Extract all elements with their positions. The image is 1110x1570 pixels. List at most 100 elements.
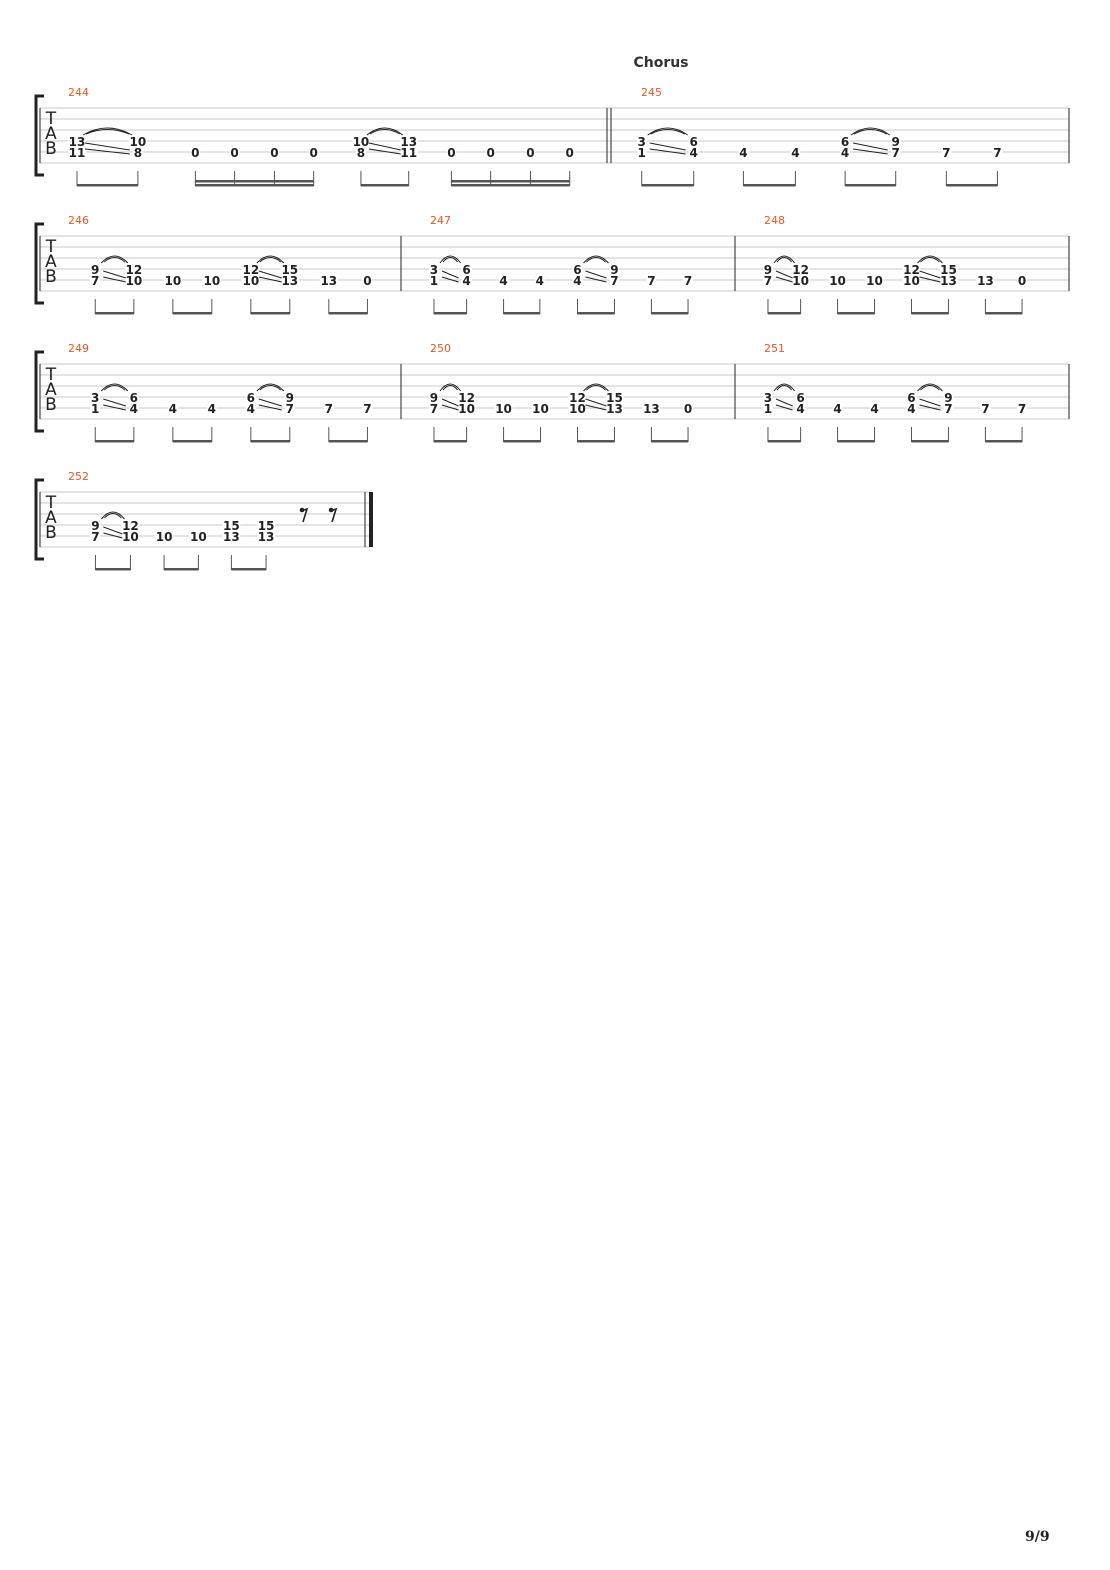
fret-bg (241, 274, 260, 285)
slur-arc (100, 383, 129, 392)
bar-number: 246 (68, 214, 89, 227)
slide-line (441, 276, 459, 283)
tab-clef-letter: B (45, 139, 57, 159)
fret-number: 6 (690, 135, 698, 149)
fret-number: 15 (281, 263, 298, 277)
fret-bg (399, 146, 418, 157)
fret-bg (840, 135, 851, 146)
fret-bg (890, 146, 901, 157)
section-marker: Chorus (633, 55, 688, 71)
page-number: 9/9 (1025, 1529, 1050, 1545)
hammer-on-arc (586, 385, 606, 391)
fret-bg (269, 146, 280, 157)
tab-clef-letter: B (45, 267, 57, 287)
fret-number: 13 (643, 402, 660, 416)
fret-number: 7 (981, 402, 989, 416)
fret-bg (163, 274, 182, 285)
fret-bg (683, 402, 694, 413)
fret-number: 10 (190, 530, 207, 544)
slide-line (649, 142, 686, 151)
note-beam (433, 440, 467, 443)
fret-number: 0 (363, 274, 371, 288)
fret-bg (738, 146, 749, 157)
bar-number: 248 (764, 214, 785, 227)
fret-bg (832, 402, 843, 413)
fret-number: 15 (940, 263, 957, 277)
fret-number: 1 (638, 146, 646, 160)
fret-bg (572, 274, 583, 285)
note-beam-secondary (195, 180, 314, 183)
fret-bg (943, 391, 954, 402)
fret-bg (795, 402, 806, 413)
slur-arc (583, 255, 609, 264)
fret-number: 9 (944, 391, 952, 405)
fret-bg (124, 263, 143, 274)
fret-bg (461, 274, 472, 285)
fret-bg (222, 530, 241, 541)
fret-bg (280, 263, 299, 274)
slur-arc (583, 383, 609, 392)
slide-line (919, 270, 941, 279)
slur-arc (256, 383, 285, 392)
note-beam (577, 440, 615, 443)
note-beam (172, 312, 212, 315)
hammer-on-arc (259, 385, 282, 391)
note-beam-secondary (451, 180, 570, 183)
fret-number: 6 (462, 263, 470, 277)
fret-bg (762, 391, 773, 402)
fret-bg (646, 274, 657, 285)
system-bracket (34, 350, 44, 433)
tab-clef-letter: B (45, 395, 57, 415)
fret-bg (124, 274, 143, 285)
fret-number: 15 (606, 391, 623, 405)
fret-number: 9 (286, 391, 294, 405)
hammer-on-arc (586, 257, 606, 263)
fret-number: 12 (569, 391, 586, 405)
fret-bg (355, 146, 366, 157)
fret-bg (167, 402, 178, 413)
slide-line (919, 398, 941, 407)
fret-number: 13 (977, 274, 994, 288)
fret-number: 9 (430, 391, 438, 405)
slide-line (585, 276, 607, 283)
slur-arc (82, 127, 133, 136)
note-beam (837, 440, 875, 443)
fret-number: 13 (400, 135, 417, 149)
fret-bg (605, 402, 624, 413)
fret-number: 10 (829, 274, 846, 288)
note-beam (503, 312, 540, 315)
note-beam (328, 440, 368, 443)
fret-bg (869, 402, 880, 413)
note-beam (172, 440, 212, 443)
fret-number: 15 (223, 519, 240, 533)
fret-bg (609, 274, 620, 285)
fret-number: 8 (134, 146, 142, 160)
fret-number: 4 (247, 402, 255, 416)
fret-number: 0 (447, 146, 455, 160)
note-beam (985, 440, 1023, 443)
slide-line (919, 276, 941, 283)
fret-bg (828, 274, 847, 285)
fret-number: 4 (870, 402, 878, 416)
fret-bg (943, 402, 954, 413)
slide-line (649, 148, 686, 155)
note-beam (195, 184, 314, 187)
fret-bg (791, 274, 810, 285)
fret-number: 10 (792, 274, 809, 288)
tab-clef-letter: T (45, 237, 57, 257)
slide-line (258, 270, 282, 279)
system-bracket (34, 478, 44, 561)
fret-number: 1 (430, 274, 438, 288)
fret-number: 13 (606, 402, 623, 416)
fret-number: 0 (486, 146, 494, 160)
note-beam (911, 312, 949, 315)
fret-number: 10 (903, 274, 920, 288)
fret-number: 4 (536, 274, 544, 288)
fret-bg (308, 146, 319, 157)
note-beam (911, 440, 949, 443)
fret-bg (121, 519, 140, 530)
fret-number: 7 (91, 274, 99, 288)
fret-bg (902, 263, 921, 274)
hammer-on-arc (853, 129, 887, 135)
fret-bg (362, 402, 373, 413)
